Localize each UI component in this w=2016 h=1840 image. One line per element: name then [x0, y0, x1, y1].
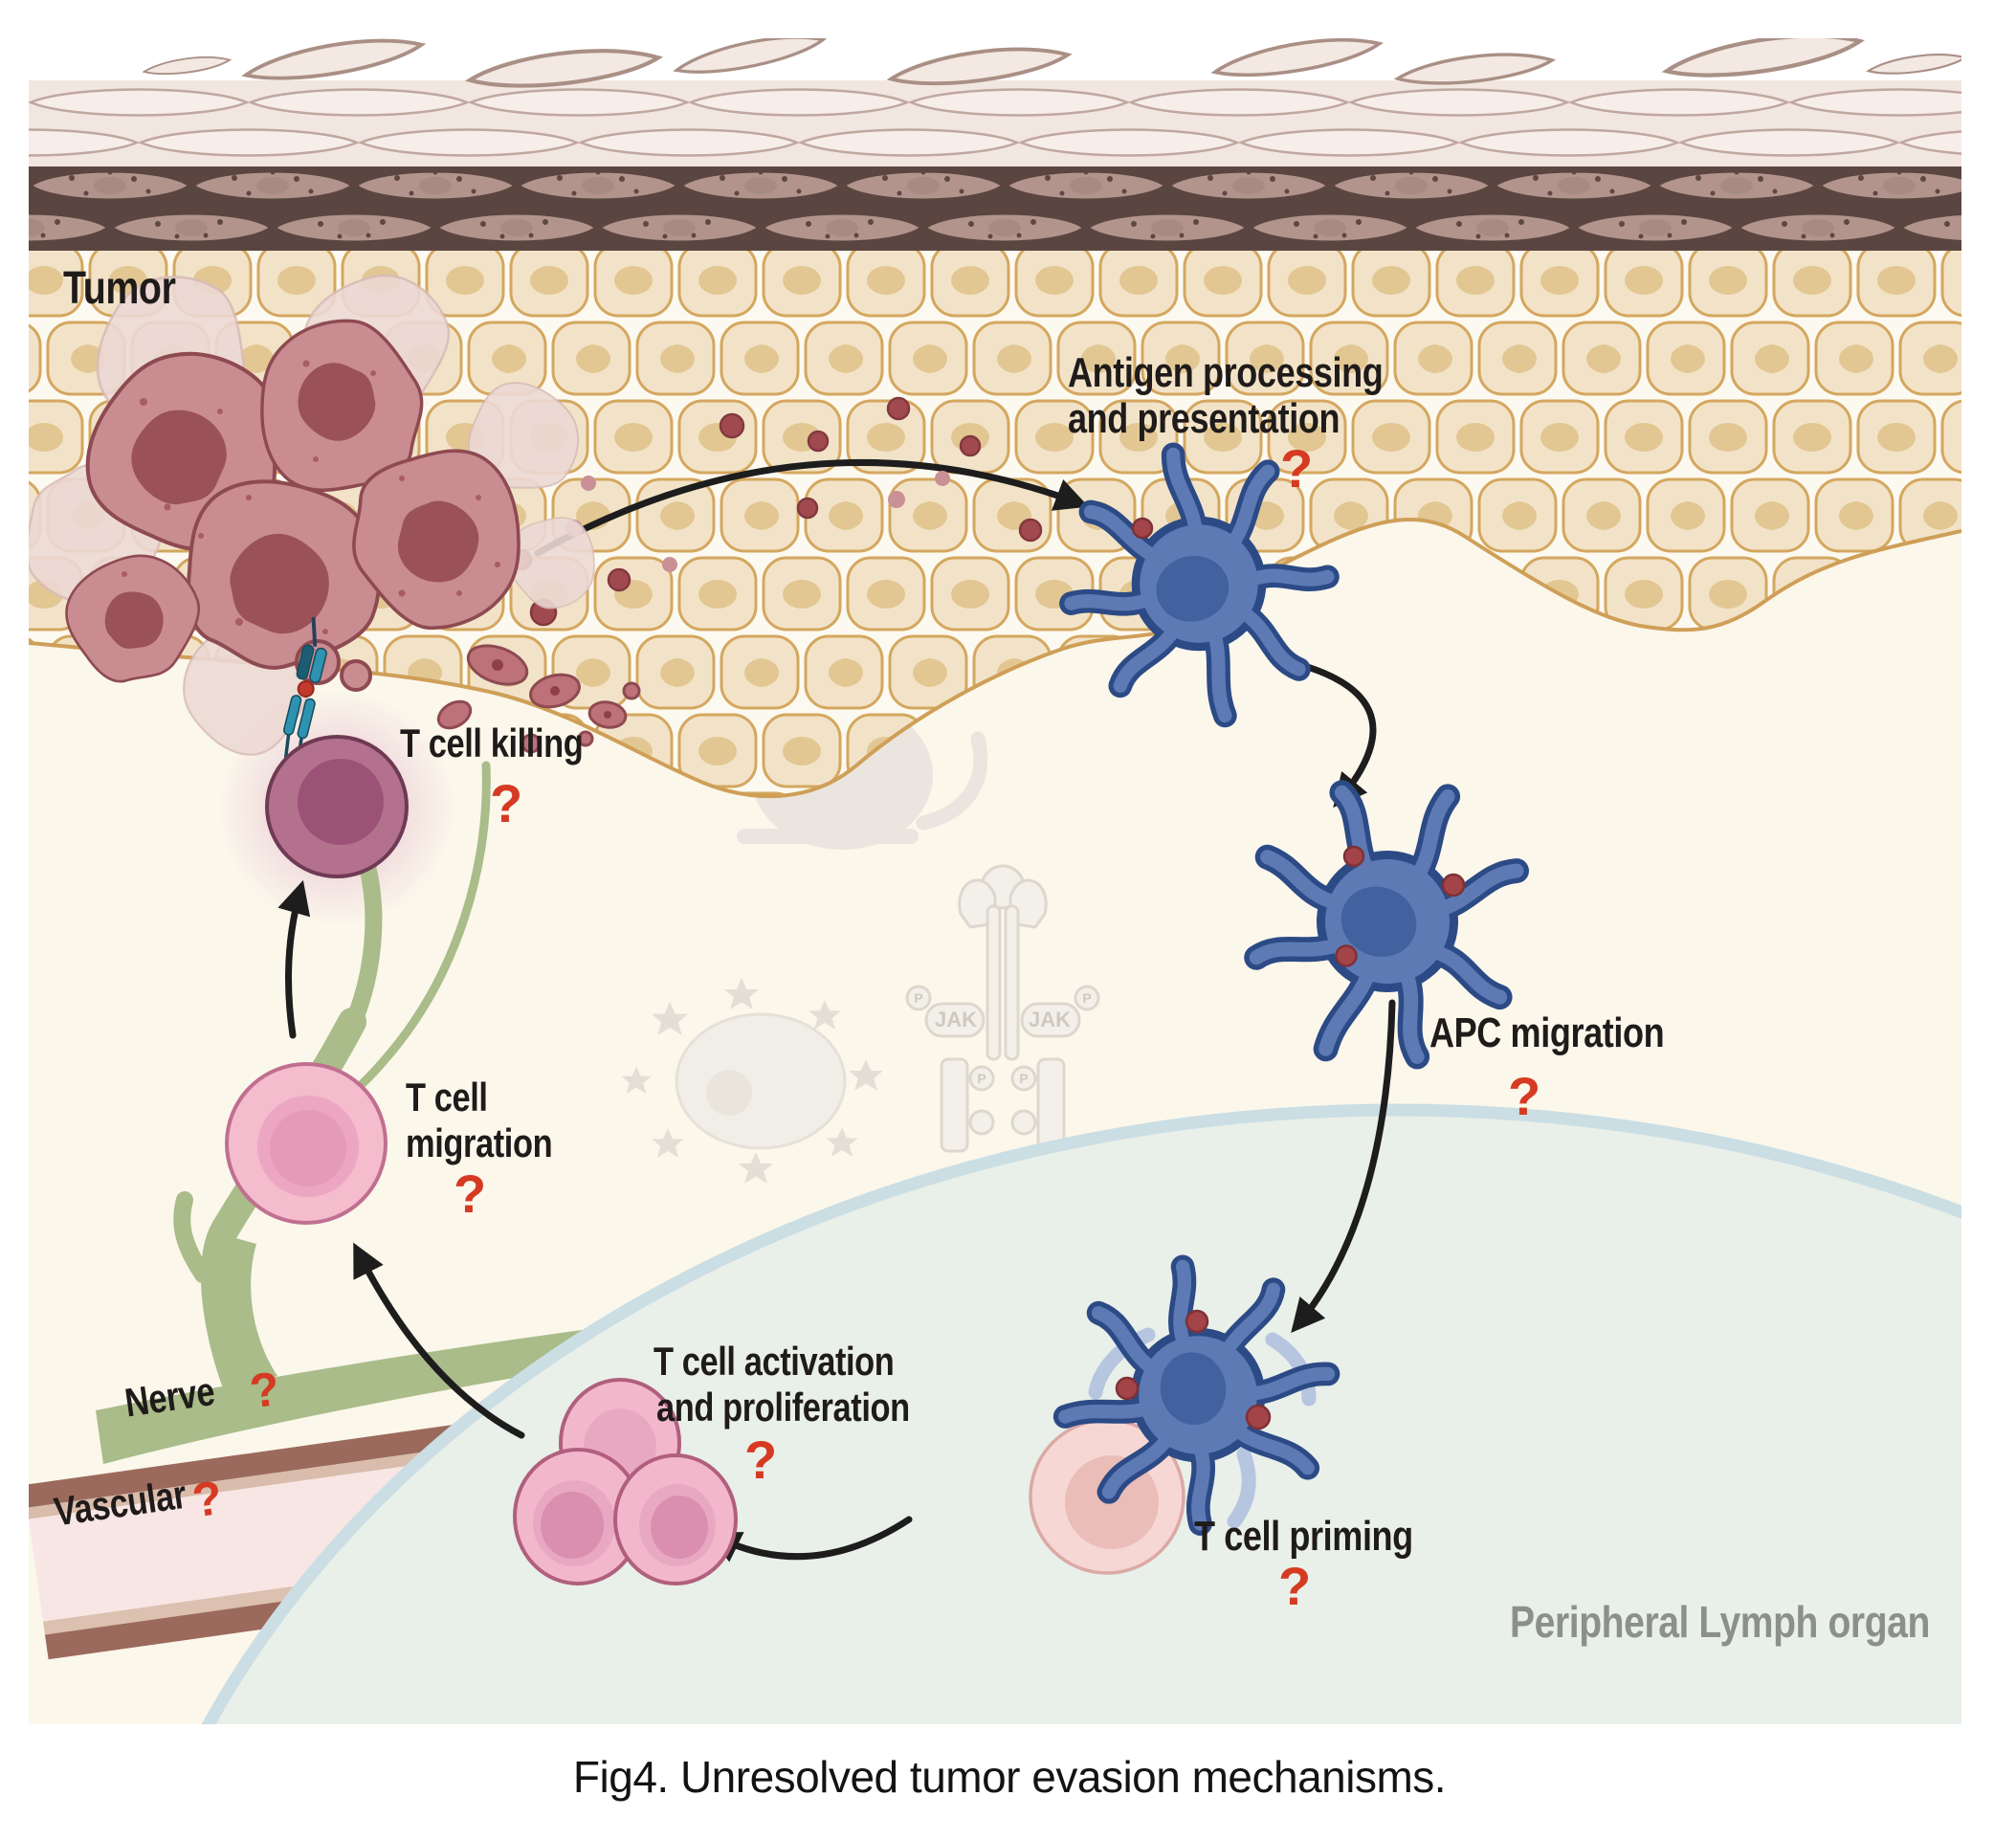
arrow-antigen-release	[534, 458, 1089, 557]
killing-t-cell	[265, 735, 409, 878]
antigen-processing-label-line1: Antigen processing	[1068, 349, 1384, 396]
arrow-activation-to-migration	[353, 1242, 525, 1439]
question-mark-antigen: ?	[1280, 438, 1314, 499]
migrating-t-cell	[225, 1062, 388, 1225]
question-mark-apc: ?	[1508, 1066, 1541, 1126]
tumor-label: Tumor	[63, 263, 176, 314]
granular-skin-layer	[29, 163, 1961, 251]
activated-t-cell-cluster	[513, 1378, 738, 1585]
skin-flakes	[142, 38, 1961, 89]
t-cell-activation-label-line2: and proliferation	[656, 1385, 910, 1430]
dendritic-cell-antigen-processing	[1045, 429, 1351, 743]
peripheral-lymph-organ-label: Peripheral Lymph organ	[1510, 1597, 1930, 1647]
question-mark-activation: ?	[744, 1430, 778, 1490]
t-cell-migration-label-line2: migration	[406, 1120, 553, 1165]
question-mark-migration: ?	[454, 1164, 487, 1224]
watermark-cell-icon	[621, 978, 883, 1184]
question-mark-killing: ?	[490, 773, 523, 833]
arrow-apc-migration	[1291, 999, 1396, 1334]
t-cell-priming-label: T cell priming	[1194, 1513, 1413, 1560]
t-cell-migration-label-line1: T cell	[406, 1075, 488, 1120]
antigen-processing-label-line2: and presentation	[1068, 395, 1340, 442]
apc-migration-label: APC migration	[1429, 1009, 1665, 1056]
watermark-p-1: P	[914, 990, 923, 1006]
t-cell-killing-label: T cell killing	[400, 720, 584, 765]
watermark-p-4: P	[1019, 1071, 1029, 1086]
watermark-p-2: P	[1082, 990, 1092, 1006]
arrow-migration-to-killing	[277, 879, 311, 1039]
watermark-jak-left-text: JAK	[934, 1008, 978, 1031]
corneum-skin-layer	[29, 80, 1961, 166]
antigen-dots	[510, 396, 1043, 627]
watermark-p-3: P	[977, 1071, 986, 1086]
dendritic-cell-apc-migration	[1205, 739, 1567, 1107]
figure-caption: Fig4. Unresolved tumor evasion mechanism…	[572, 1752, 1447, 1802]
t-cell-priming-group	[1029, 1245, 1350, 1575]
t-cell-activation-label-line1: T cell activation	[654, 1339, 895, 1384]
question-mark-priming: ?	[1278, 1556, 1312, 1616]
arrow-priming-to-activation	[706, 1516, 913, 1563]
tcr-mhc-synapse	[283, 616, 327, 762]
watermark-jak-right-text: JAK	[1028, 1008, 1072, 1031]
flow-arrows	[277, 458, 1396, 1563]
watermark-jak-receptor-icon	[905, 864, 1100, 1153]
